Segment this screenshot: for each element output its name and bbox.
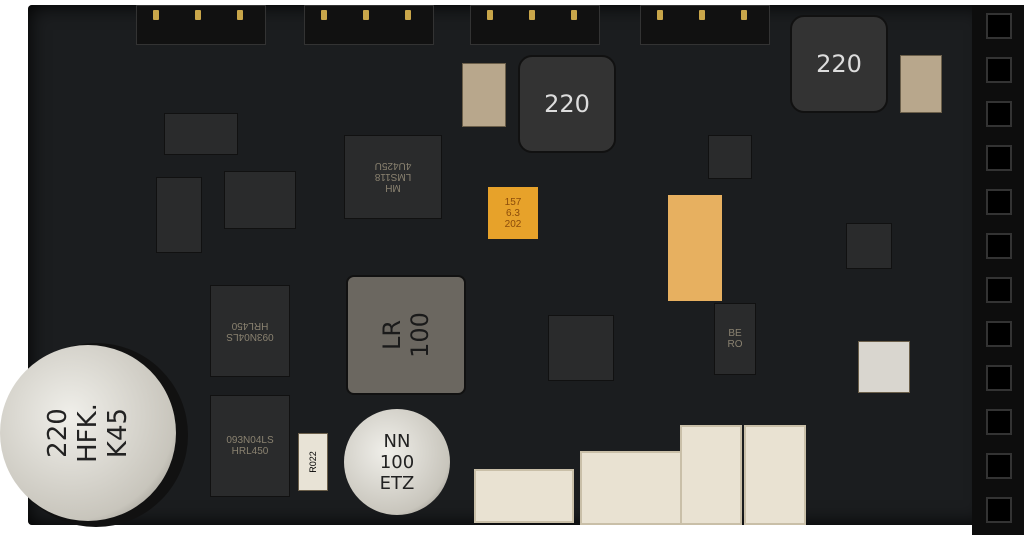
- mosfet-lower: 093N04LS HRL450: [210, 395, 290, 497]
- amplifier-ic: MH LMS118 4U425U: [344, 135, 442, 219]
- pin-header-3: [470, 5, 600, 45]
- ic-small-1: [708, 135, 752, 179]
- ceramic-cap-2: [900, 55, 942, 113]
- cap-line: 202: [504, 218, 522, 230]
- tantalum-capacitor: 157 6.3 202: [488, 187, 538, 239]
- qfn-ic: [548, 315, 614, 381]
- ic-line: HRL450: [231, 320, 269, 331]
- diode: [164, 113, 238, 155]
- ic-line: HRL450: [231, 446, 269, 457]
- pcb-board: 220 220 LR 100 MH LMS118 4U425U 093N04LS…: [0, 5, 1024, 535]
- ic-line: RO: [727, 339, 743, 350]
- connector-3pin: [474, 469, 574, 523]
- ic-line: 093N04LS: [226, 331, 274, 342]
- ic-line: 093N04LS: [226, 435, 274, 446]
- pin-header-4: [640, 5, 770, 45]
- cap-line: K45: [102, 407, 133, 459]
- cap-line: 220: [42, 408, 73, 458]
- trimmer-pot: [858, 341, 910, 393]
- connector-b: [744, 425, 806, 525]
- connector-orange: [668, 195, 722, 301]
- inductor-line: LR: [378, 319, 406, 351]
- inductor-line: 100: [406, 312, 434, 358]
- edge-connector-rail: [972, 5, 1024, 535]
- electrolytic-capacitor: NN 100 ETZ: [344, 409, 450, 515]
- ic-line: MH: [385, 182, 401, 194]
- cap-line: NN: [383, 430, 411, 452]
- connector-2pin: [580, 451, 684, 525]
- inductor-220-right: 220: [790, 15, 888, 113]
- inductor-220-center: 220: [518, 55, 616, 153]
- ic-small-2: [846, 223, 892, 269]
- ic-line: 4U425U: [374, 160, 412, 172]
- connector-a: [680, 425, 742, 525]
- pin-header-1: [136, 5, 266, 45]
- diode-2: [156, 177, 202, 253]
- cap-line: 100: [379, 451, 415, 473]
- inductor-label: 220: [816, 50, 862, 78]
- cap-line: ETZ: [379, 472, 415, 494]
- shunt-resistor: R022: [298, 433, 328, 491]
- cap-line: 157: [504, 196, 522, 208]
- ic-line: LMS118: [374, 171, 412, 183]
- bulk-capacitor: 220 HFK. K45: [0, 345, 176, 521]
- inductor-label: 220: [544, 90, 590, 118]
- inductor-lr100: LR 100: [346, 275, 466, 395]
- transistor-bero: BE RO: [714, 303, 756, 375]
- pin-header-2: [304, 5, 434, 45]
- cap-line: 6.3: [506, 207, 520, 219]
- regulator: [224, 171, 296, 229]
- ic-line: BE: [728, 328, 742, 339]
- resistor-label: R022: [307, 451, 318, 473]
- ceramic-cap-1: [462, 63, 506, 127]
- mosfet-upper: 093N04LS HRL450: [210, 285, 290, 377]
- cap-line: HFK.: [72, 403, 103, 463]
